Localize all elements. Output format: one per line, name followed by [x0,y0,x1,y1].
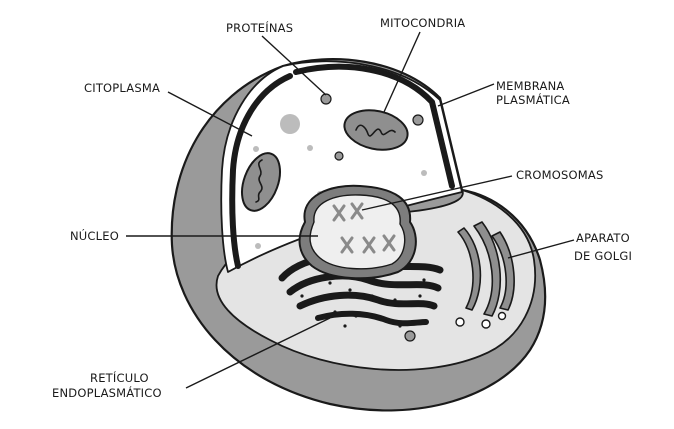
leader-reticulo [185,317,331,389]
leader-golgi [507,239,575,259]
ribosomes [300,278,426,328]
leader-membrana [437,83,495,107]
mitochondrion-left [241,152,281,212]
label-citoplasma: CITOPLASMA [84,81,160,95]
leader-cromosomas [361,175,513,211]
proteins [320,93,424,342]
label-golgi-line2: DE GOLGI [574,249,632,263]
label-membrana-line1: MEMBRANA [496,79,564,93]
nucleus [298,184,417,280]
label-proteinas: PROTEÍNAS [226,20,293,35]
leader-proteinas [261,35,327,96]
label-mitocondria: MITOCONDRIA [380,16,465,30]
label-reticulo-line2: ENDOPLASMÁTICO [52,385,162,400]
leader-mitocondria [383,31,421,113]
cytoplasm-particles [253,114,427,249]
label-cromosomas: CROMOSOMAS [516,168,604,182]
label-reticulo-line1: RETÍCULO [90,370,149,385]
mitochondrion-upper [343,109,409,151]
leader-citoplasma [167,91,253,137]
label-membrana-line2: PLASMÁTICA [496,92,570,107]
chromosomes [332,202,396,254]
label-golgi-line1: APARATO [576,231,630,245]
label-nucleo: NÚCLEO [70,228,119,243]
golgi-apparatus [455,221,515,329]
